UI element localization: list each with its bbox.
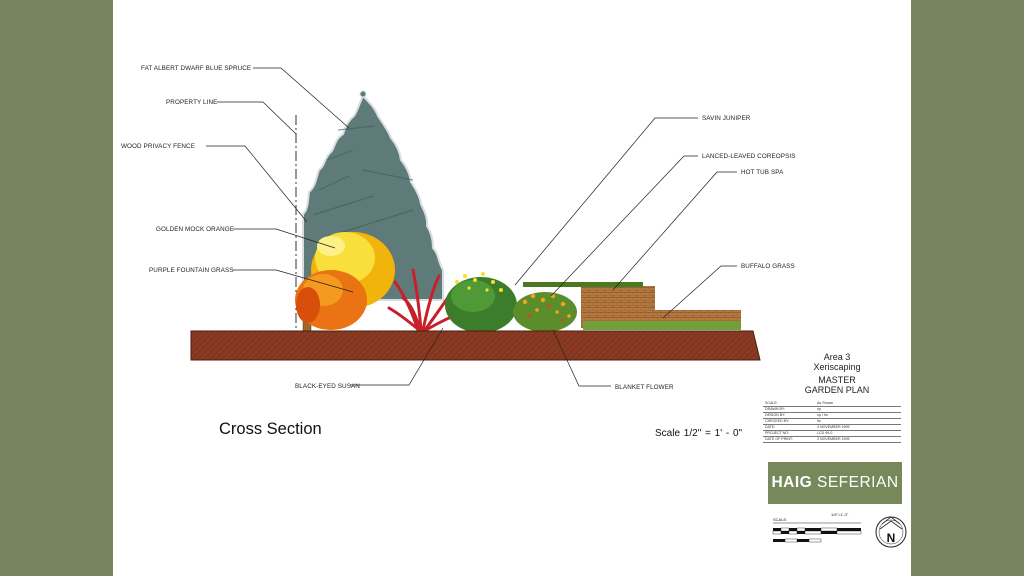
plan-line-2: GARDEN PLAN — [804, 385, 870, 395]
title-block-row: PROJECT NO:LCD 99-0 — [763, 430, 901, 437]
row-value: As Shown — [815, 401, 901, 407]
title-block-row: CHECKED BY:hs — [763, 418, 901, 425]
row-label: DATE OF PRINT: — [763, 436, 815, 443]
label-mock-orange: GOLDEN MOCK ORANGE — [156, 226, 234, 233]
scale-bar — [772, 527, 862, 543]
row-value: 3 NOVEMBER 1999 — [815, 436, 901, 443]
area-subtitle: Xeriscaping — [813, 362, 861, 372]
firm-logo: HAIG SEFERIAN — [768, 462, 902, 504]
north-arrow-icon: N — [875, 516, 907, 548]
scale-note: Scale 1/2" = 1' - 0" — [655, 428, 743, 439]
title-block-row: DESIGN BY:np / hs — [763, 412, 901, 419]
leader-lines — [206, 67, 737, 387]
row-label: DATE: — [763, 424, 815, 431]
row-label: DESIGN BY: — [763, 412, 815, 419]
plan-line-1: MASTER — [818, 375, 856, 385]
cross-section-drawing: FAT ALBERT DWARF BLUE SPRUCE PROPERTY LI… — [121, 65, 796, 391]
label-coreopsis: LANCED-LEAVED COREOPSIS — [702, 153, 796, 160]
area-name: Area 3 — [823, 352, 851, 362]
soil-section — [190, 330, 761, 361]
drawing-title: Cross Section — [219, 420, 322, 438]
scalebar-label: 1/4"=1'-0" — [831, 512, 849, 517]
scale-bar-area: SCALE: 1/4"=1'-0" N — [772, 512, 907, 548]
logo-rest: SEFERIAN — [812, 474, 899, 491]
title-block-heading: Area 3 Xeriscaping MASTER GARDEN PLAN — [763, 352, 911, 395]
scalebar-tag: SCALE: — [773, 517, 787, 522]
north-label: N — [887, 531, 896, 545]
label-fountain-grass: PURPLE FOUNTAIN GRASS — [149, 267, 234, 274]
row-value: 3 NOVEMBER 1999 — [815, 424, 901, 431]
logo-bold: HAIG — [771, 474, 813, 491]
row-label: CHECKED BY: — [763, 418, 815, 425]
buffalo-grass — [583, 321, 741, 330]
row-label: SCALE: — [763, 401, 815, 407]
row-value: hs — [815, 418, 901, 425]
label-spruce: FAT ALBERT DWARF BLUE SPRUCE — [141, 65, 251, 72]
row-value: LCD 99-0 — [815, 430, 901, 437]
title-block-row: DRAWN BY:np — [763, 406, 901, 413]
label-blanket: BLANKET FLOWER — [615, 384, 674, 391]
label-fence: WOOD PRIVACY FENCE — [121, 143, 195, 150]
row-value: np — [815, 406, 901, 413]
label-property-line: PROPERTY LINE — [166, 99, 217, 106]
drawing-sheet: FAT ALBERT DWARF BLUE SPRUCE PROPERTY LI… — [113, 0, 911, 576]
row-label: DRAWN BY: — [763, 406, 815, 413]
row-value: np / hs — [815, 412, 901, 419]
label-buffalo: BUFFALO GRASS — [741, 263, 795, 270]
title-block-row: DATE OF PRINT:3 NOVEMBER 1999 — [763, 436, 901, 443]
purple-fountain-grass — [387, 268, 461, 332]
coreopsis — [513, 292, 577, 332]
label-hot-tub: HOT TUB SPA — [741, 169, 784, 176]
title-block-row: DATE:3 NOVEMBER 1999 — [763, 424, 901, 431]
title-block-row: SCALE:As Shown — [763, 401, 901, 407]
row-label: PROJECT NO: — [763, 430, 815, 437]
label-black-eyed: BLACK-EYED SUSAN — [295, 383, 360, 390]
label-savin: SAVIN JUNIPER — [702, 115, 751, 122]
